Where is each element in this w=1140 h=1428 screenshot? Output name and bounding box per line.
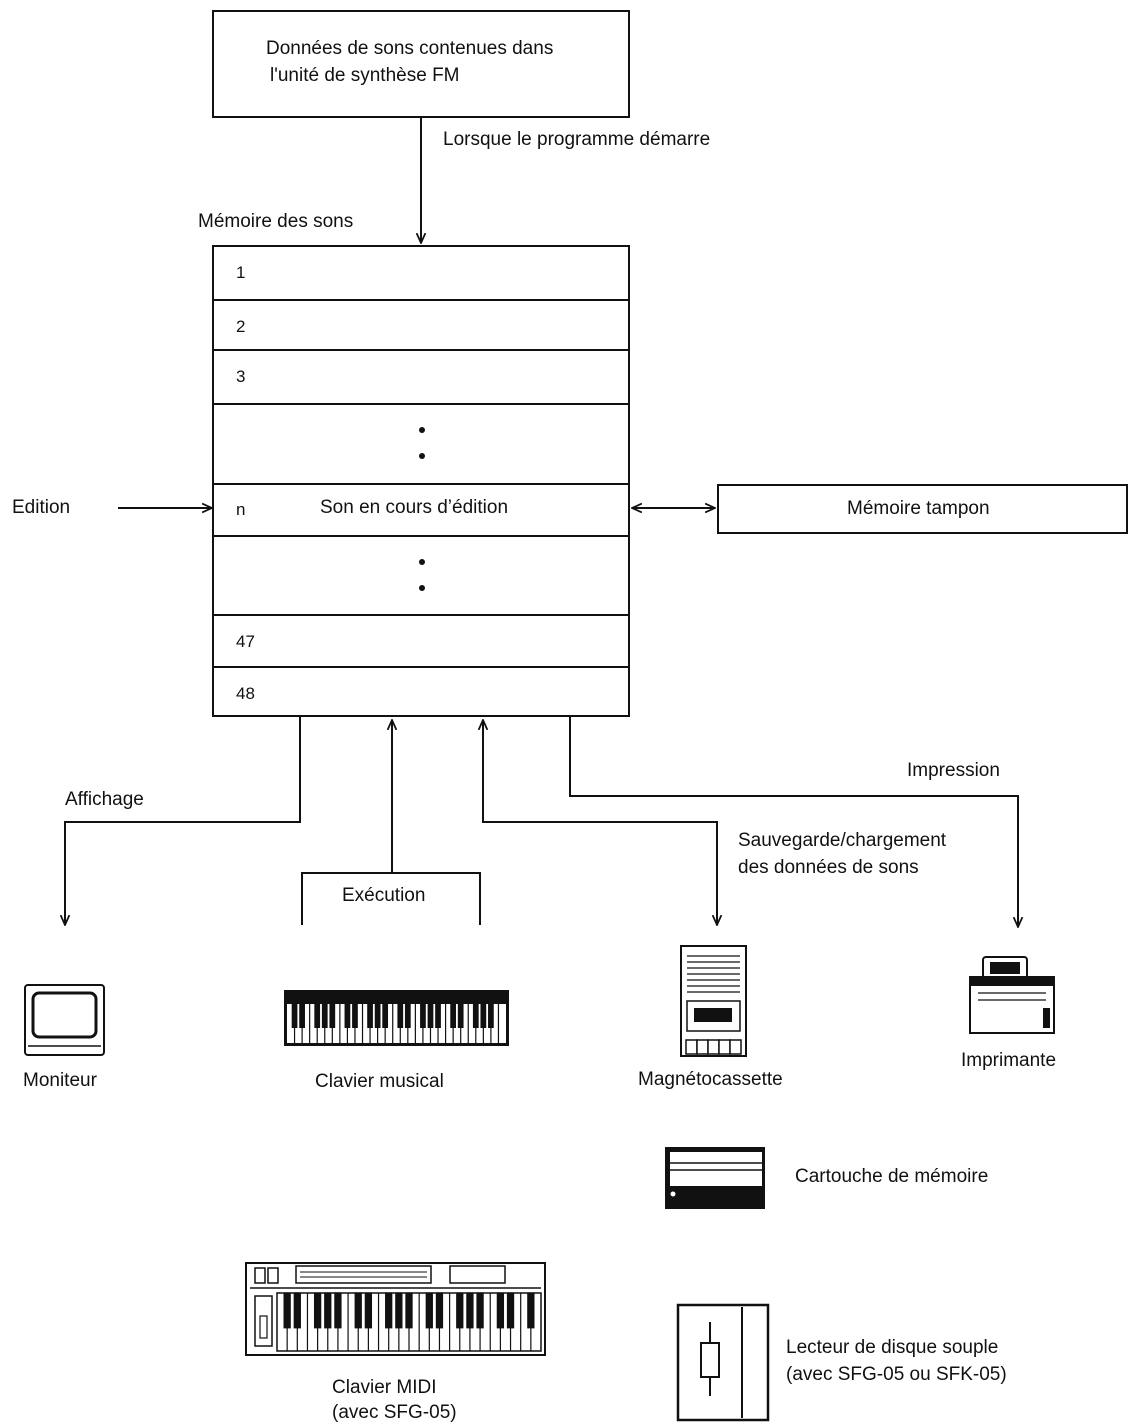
black-key [321,1003,328,1028]
floppy-drive-icon [676,1303,770,1422]
black-key [435,1003,441,1028]
black-key [456,1292,464,1329]
buffer-label: Mémoire tampon [847,498,990,519]
row-number: 47 [236,632,255,651]
black-key [364,1292,373,1329]
buffer-memory-box: Mémoire tampon [717,484,1128,534]
black-key [425,1292,433,1329]
memory-row-1[interactable]: 1 [214,247,628,301]
midi-keyboard-icon [245,1262,546,1356]
current-sound-label: Son en cours d’édition [320,497,509,518]
black-key [354,1292,362,1329]
black-key [385,1292,393,1329]
black-key [314,1003,321,1028]
memory-row-3[interactable]: 3 [214,351,628,405]
ellipsis-dot [419,453,425,459]
memory-title: Mémoire des sons [198,211,354,232]
black-key [457,1003,464,1028]
ellipsis-dot [419,559,425,565]
black-key [293,1292,301,1329]
fm-synthesis-source-box: Données de sons contenues dans l'unité d… [212,10,630,118]
edition-label: Edition [12,497,71,518]
row-number: 2 [236,317,246,336]
floppy-label-line-1: Lecteur de disque souple [786,1337,999,1358]
black-key [344,1003,351,1028]
memory-cartridge-icon [665,1147,765,1209]
memory-row-ellipsis-lower [214,537,628,616]
black-key [435,1292,444,1329]
black-key [480,1003,487,1028]
black-key [374,1003,381,1028]
black-key [324,1292,332,1329]
memory-row-n[interactable]: n Son en cours d’édition [214,485,628,537]
floppy-label-line-2: (avec SFG-05 ou SFK-05) [786,1364,1007,1385]
row-number: n [236,500,246,519]
ellipsis-dot [419,427,425,433]
source-line-2: l'unité de synthèse FM [270,65,460,86]
printer-icon [969,956,1055,1034]
cassette-recorder-icon [680,945,747,1057]
row-number: 48 [236,684,255,703]
monitor-icon [24,984,105,1056]
source-line-1: Données de sons contenues dans [266,38,554,59]
black-key [329,1003,336,1028]
midi-label-line-1: Clavier MIDI [332,1377,437,1398]
black-key [352,1003,358,1028]
black-key [472,1003,479,1028]
cartridge-label: Cartouche de mémoire [795,1166,989,1187]
sound-memory-table: 1 2 3 n Son en cours d’édition 47 48 [212,245,630,717]
execution-label: Exécution [342,885,426,906]
black-key [404,1003,411,1028]
save-load-arrow [483,720,717,925]
black-key [382,1003,389,1028]
startup-label: Lorsque le programme démarre [443,129,711,150]
black-key [466,1292,474,1329]
ellipsis-dot [419,585,425,591]
cassette-label: Magnétocassette [638,1069,783,1090]
memory-row-2[interactable]: 2 [214,301,628,351]
save-load-line-2: des données de sons [738,857,919,878]
black-key [395,1292,403,1329]
black-key [397,1003,404,1028]
row-number: 3 [236,367,246,386]
monitor-label: Moniteur [23,1070,97,1091]
memory-row-48[interactable]: 48 [214,668,628,715]
keyboard-icon [284,990,509,1046]
black-key [313,1292,322,1329]
display-label: Affichage [65,789,144,810]
save-load-line-1: Sauvegarde/chargement [738,830,947,851]
black-key [299,1003,305,1028]
black-key [405,1292,413,1329]
display-arrow [65,717,301,925]
midi-label-line-2: (avec SFG-05) [332,1402,457,1423]
print-arrow [569,717,1018,927]
print-label: Impression [907,760,1000,781]
black-key [420,1003,426,1028]
memory-row-ellipsis-upper [214,405,628,485]
black-key [506,1292,515,1329]
black-key [450,1003,457,1028]
printer-label: Imprimante [961,1050,1057,1071]
black-key [496,1292,505,1329]
black-key [334,1292,342,1329]
memory-row-47[interactable]: 47 [214,616,628,668]
black-key [488,1003,494,1028]
black-key [427,1003,434,1028]
keyboard-label: Clavier musical [315,1071,444,1092]
black-key [367,1003,373,1028]
black-key [476,1292,484,1329]
black-key [291,1003,298,1028]
black-key [283,1292,291,1329]
black-key [527,1292,535,1329]
row-number: 1 [236,263,246,282]
